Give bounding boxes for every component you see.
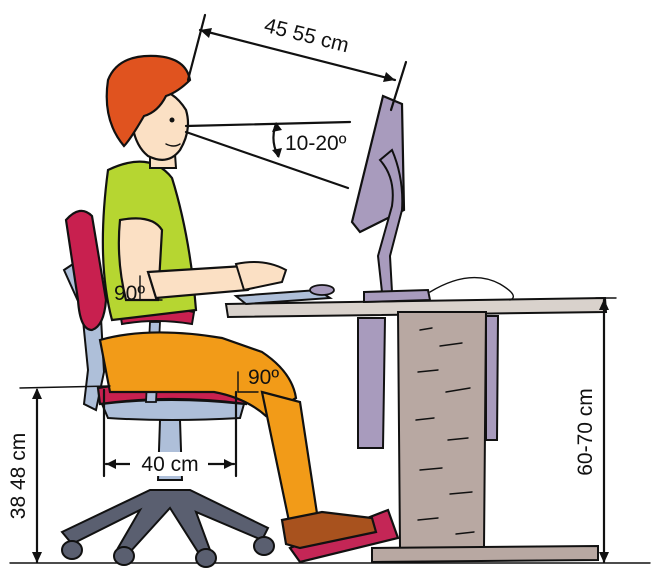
arrow-head [272,148,282,158]
monitor [352,96,513,302]
knee-angle-label: 90º [248,366,279,389]
lower-leg [262,392,318,526]
seat-depth-label: 40 cm [141,453,198,476]
monitor-base [364,290,430,302]
elbow-angle-label: 90º [114,282,145,305]
seat-height-label: 38 48 cm [7,433,30,519]
caster-wheel [62,541,82,559]
desk-base [372,546,598,562]
caster-wheel [196,549,216,567]
desk-bracket-left [358,318,385,448]
hand [236,262,286,290]
eye [170,118,175,123]
desk-column [398,312,486,548]
arrow-head [106,459,116,469]
gaze-angle-dimension: 10-20º [186,122,350,188]
desk-bracket-right [486,316,498,440]
seat-height-dimension: 38 48 cm [7,386,110,563]
desk-height-label: 60-70 cm [574,388,597,476]
arrow-head [32,552,42,563]
caster-wheel [114,547,134,565]
chair-seat-base [102,400,244,420]
gaze-angle-label: 10-20º [285,132,347,155]
gaze-line-horizontal [186,122,350,126]
arrow-head [224,459,234,469]
monitor-cable [430,278,513,300]
mouse [310,285,334,295]
chair-star-base [62,490,268,552]
eye-to-screen-dimension: 45 55 cm [188,14,406,110]
extension-line [188,15,205,80]
eye-to-screen-label: 45 55 cm [262,14,351,57]
desk-height-dimension: 60-70 cm [574,298,616,563]
caster-wheel [254,537,274,555]
arrow-head [32,388,42,399]
arrow-head [599,552,609,563]
